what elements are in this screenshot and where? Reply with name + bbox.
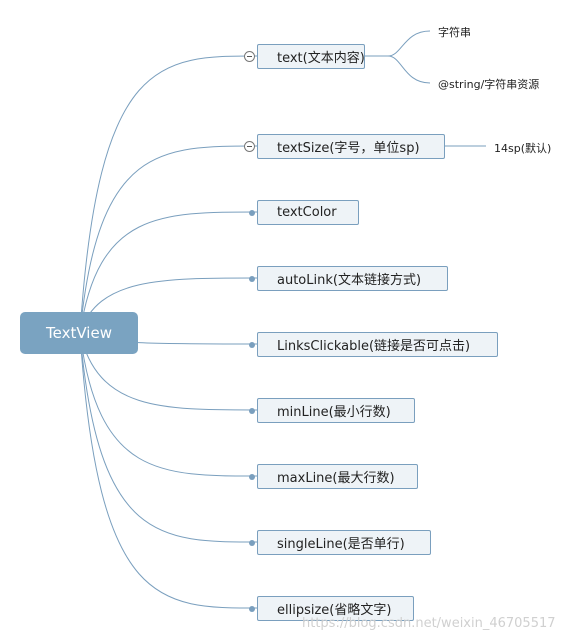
- edge-root-to-textsize: [79, 145, 258, 334]
- branch-text-label: text(文本内容): [277, 51, 365, 66]
- collapse-toggle-textsize[interactable]: [244, 141, 255, 152]
- edge-text-to-string-resource: [387, 55, 431, 84]
- branch-textcolor[interactable]: textColor: [257, 200, 359, 225]
- branch-textsize[interactable]: textSize(字号，单位sp): [257, 134, 445, 159]
- branch-autolink[interactable]: autoLink(文本链接方式): [257, 266, 448, 291]
- root-node-textview[interactable]: TextView: [20, 312, 138, 354]
- branch-ellipsize-label: ellipsize(省略文字): [277, 603, 392, 618]
- branch-singleline-label: singleLine(是否单行): [277, 537, 405, 552]
- expand-dot-minline[interactable]: [249, 408, 255, 414]
- branch-linksclickable[interactable]: LinksClickable(链接是否可点击): [257, 332, 498, 357]
- branch-textcolor-label: textColor: [277, 205, 337, 220]
- leaf-string[interactable]: 字符串: [438, 26, 471, 39]
- edge-root-to-textcolor: [79, 211, 258, 334]
- expand-dot-maxline[interactable]: [249, 474, 255, 480]
- expand-dot-singleline[interactable]: [249, 540, 255, 546]
- branch-minline-label: minLine(最小行数): [277, 405, 391, 420]
- collapse-toggle-text[interactable]: [244, 51, 255, 62]
- branch-maxline-label: maxLine(最大行数): [277, 471, 395, 486]
- watermark: https://blog.csdn.net/weixin_46705517: [302, 616, 556, 631]
- branch-maxline[interactable]: maxLine(最大行数): [257, 464, 418, 489]
- branch-textsize-label: textSize(字号，单位sp): [277, 141, 420, 156]
- leaf-default-size[interactable]: 14sp(默认): [494, 142, 552, 155]
- expand-dot-linksclickable[interactable]: [249, 342, 255, 348]
- expand-dot-textcolor[interactable]: [249, 210, 255, 216]
- edge-root-to-minline: [79, 332, 258, 411]
- expand-dot-autolink[interactable]: [249, 276, 255, 282]
- root-label: TextView: [46, 324, 112, 342]
- branch-minline[interactable]: minLine(最小行数): [257, 398, 415, 423]
- branch-autolink-label: autoLink(文本链接方式): [277, 273, 422, 288]
- leaf-string-resource[interactable]: @string/字符串资源: [438, 78, 540, 91]
- edge-root-to-text: [79, 55, 258, 334]
- expand-dot-ellipsize[interactable]: [249, 606, 255, 612]
- edge-root-to-ellipsize: [79, 332, 258, 609]
- branch-text[interactable]: text(文本内容): [257, 44, 365, 69]
- edge-root-to-singleline: [79, 332, 258, 543]
- edge-root-to-maxline: [79, 332, 258, 477]
- branch-ellipsize[interactable]: ellipsize(省略文字): [257, 596, 414, 621]
- edge-text-to-string: [365, 30, 431, 57]
- branch-singleline[interactable]: singleLine(是否单行): [257, 530, 431, 555]
- branch-linksclickable-label: LinksClickable(链接是否可点击): [277, 339, 471, 354]
